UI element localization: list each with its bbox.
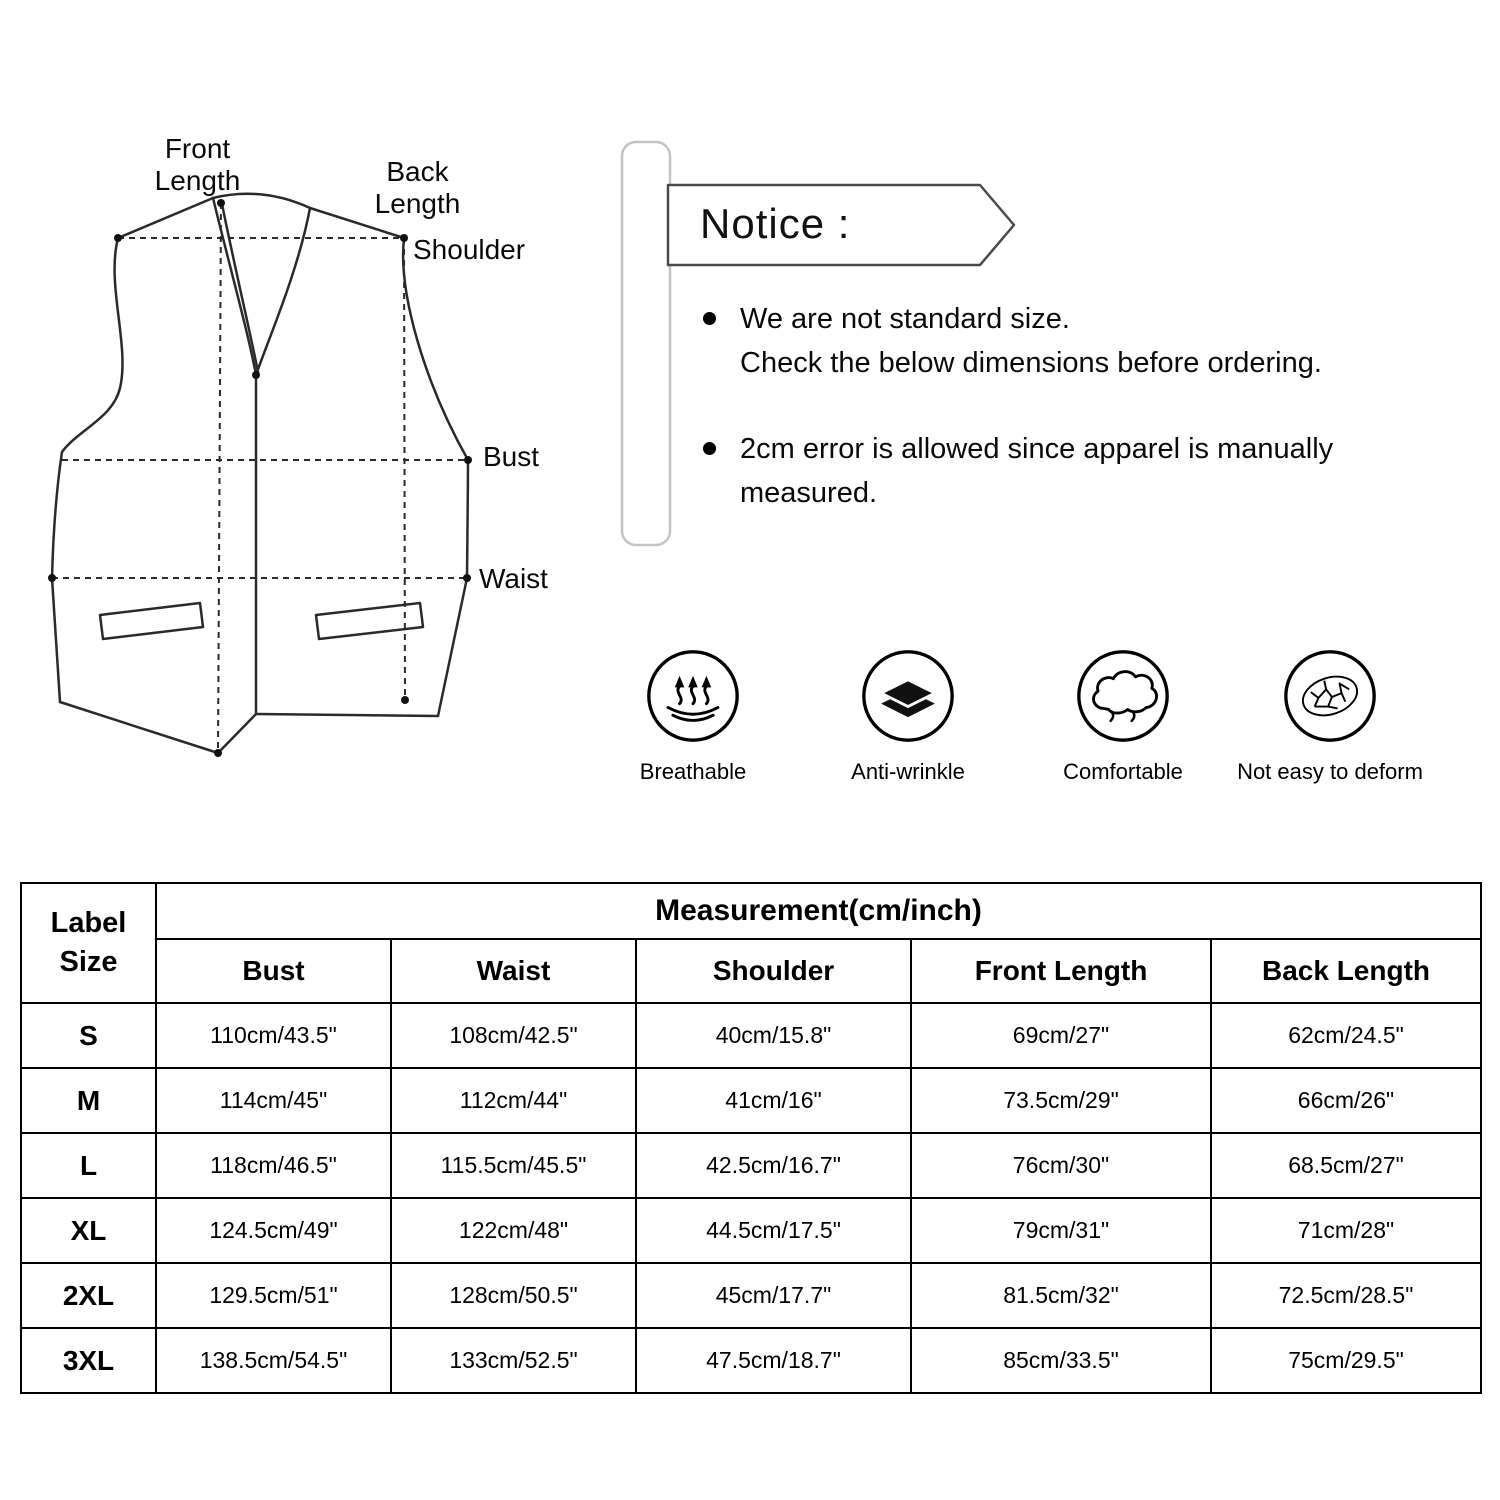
- front-length-label: Front Length: [154, 133, 241, 197]
- cell-value: 122cm/48": [390, 1197, 637, 1264]
- bullet-dot-icon: [703, 442, 716, 455]
- notice-title: Notice :: [700, 200, 851, 247]
- size-label: M: [20, 1067, 157, 1134]
- size-label: S: [20, 1002, 157, 1069]
- col-header-waist: Waist: [390, 938, 637, 1004]
- table-row-l: L 118cm/46.5" 115.5cm/45.5" 42.5cm/16.7"…: [20, 1132, 1482, 1199]
- feature-anti-wrinkle: Anti-wrinkle: [808, 648, 1008, 785]
- cell-value: 133cm/52.5": [390, 1327, 637, 1394]
- cell-value: 73.5cm/29": [910, 1067, 1212, 1134]
- size-label: L: [20, 1132, 157, 1199]
- col-header-front-length: Front Length: [910, 938, 1212, 1004]
- table-row-m: M 114cm/45" 112cm/44" 41cm/16" 73.5cm/29…: [20, 1067, 1482, 1134]
- cell-value: 85cm/33.5": [910, 1327, 1212, 1394]
- notice-bullet-1: We are not standard size. Check the belo…: [703, 298, 1390, 385]
- cell-value: 45cm/17.7": [635, 1262, 912, 1329]
- anti-wrinkle-icon: [862, 650, 954, 742]
- vest-diagram: [48, 192, 472, 757]
- bust-label: Bust: [483, 441, 540, 472]
- shoulder-label: Shoulder: [413, 234, 526, 265]
- bullet-dot-icon: [703, 312, 716, 325]
- cell-value: 115.5cm/45.5": [390, 1132, 637, 1199]
- size-label: 2XL: [20, 1262, 157, 1329]
- cell-value: 110cm/43.5": [155, 1002, 392, 1069]
- cell-value: 128cm/50.5": [390, 1262, 637, 1329]
- cell-value: 138.5cm/54.5": [155, 1327, 392, 1394]
- back-length-label: Back Length: [374, 156, 461, 220]
- breathable-icon: [647, 650, 739, 742]
- notice-line-3: 2cm error is allowed since apparel is ma…: [740, 433, 1334, 509]
- cell-value: 72.5cm/28.5": [1210, 1262, 1482, 1329]
- cell-value: 112cm/44": [390, 1067, 637, 1134]
- group-header: Measurement(cm/inch): [155, 882, 1482, 940]
- feature-label: Comfortable: [1063, 759, 1183, 784]
- col-header-bust: Bust: [155, 938, 392, 1004]
- cell-value: 69cm/27": [910, 1002, 1212, 1069]
- feature-label: Anti-wrinkle: [851, 759, 965, 784]
- cell-value: 76cm/30": [910, 1132, 1212, 1199]
- cell-value: 41cm/16": [635, 1067, 912, 1134]
- cell-value: 129.5cm/51": [155, 1262, 392, 1329]
- feature-not-easy-to-deform: Not easy to deform: [1230, 648, 1430, 785]
- notice-bullet-2: 2cm error is allowed since apparel is ma…: [703, 428, 1390, 515]
- size-label: 3XL: [20, 1327, 157, 1394]
- feature-comfortable: Comfortable: [1023, 648, 1223, 785]
- cell-value: 108cm/42.5": [390, 1002, 637, 1069]
- cell-value: 114cm/45": [155, 1067, 392, 1134]
- cell-value: 44.5cm/17.5": [635, 1197, 912, 1264]
- feature-label: Breathable: [639, 759, 747, 784]
- size-table: Label Size Measurement(cm/inch) Bust Wai…: [20, 882, 1482, 1394]
- cell-value: 42.5cm/16.7": [635, 1132, 912, 1199]
- cell-value: 124.5cm/49": [155, 1197, 392, 1264]
- not-easy-to-deform-icon: [1284, 650, 1376, 742]
- corner-header: Label Size: [20, 882, 157, 1004]
- cell-value: 66cm/26": [1210, 1067, 1482, 1134]
- col-header-back-length: Back Length: [1210, 938, 1482, 1004]
- feature-label: Not easy to deform: [1237, 759, 1423, 784]
- notice-banner: [620, 140, 1016, 547]
- cell-value: 118cm/46.5": [155, 1132, 392, 1199]
- cell-value: 81.5cm/32": [910, 1262, 1212, 1329]
- table-row-xl: XL 124.5cm/49" 122cm/48" 44.5cm/17.5" 79…: [20, 1197, 1482, 1264]
- cell-value: 62cm/24.5": [1210, 1002, 1482, 1069]
- cell-value: 79cm/31": [910, 1197, 1212, 1264]
- feature-breathable: Breathable: [593, 648, 793, 785]
- waist-label: Waist: [479, 563, 548, 594]
- cell-value: 47.5cm/18.7": [635, 1327, 912, 1394]
- comfortable-icon: [1077, 650, 1169, 742]
- cell-value: 75cm/29.5": [1210, 1327, 1482, 1394]
- notice-line-1: We are not standard size.: [740, 303, 1070, 335]
- size-label: XL: [20, 1197, 157, 1264]
- cell-value: 71cm/28": [1210, 1197, 1482, 1264]
- cell-value: 40cm/15.8": [635, 1002, 912, 1069]
- table-row-s: S 110cm/43.5" 108cm/42.5" 40cm/15.8" 69c…: [20, 1002, 1482, 1069]
- cell-value: 68.5cm/27": [1210, 1132, 1482, 1199]
- notice-line-2: Check the below dimensions before orderi…: [740, 346, 1322, 379]
- table-row-3xl: 3XL 138.5cm/54.5" 133cm/52.5" 47.5cm/18.…: [20, 1327, 1482, 1394]
- col-header-shoulder: Shoulder: [635, 938, 912, 1004]
- table-row-2xl: 2XL 129.5cm/51" 128cm/50.5" 45cm/17.7" 8…: [20, 1262, 1482, 1329]
